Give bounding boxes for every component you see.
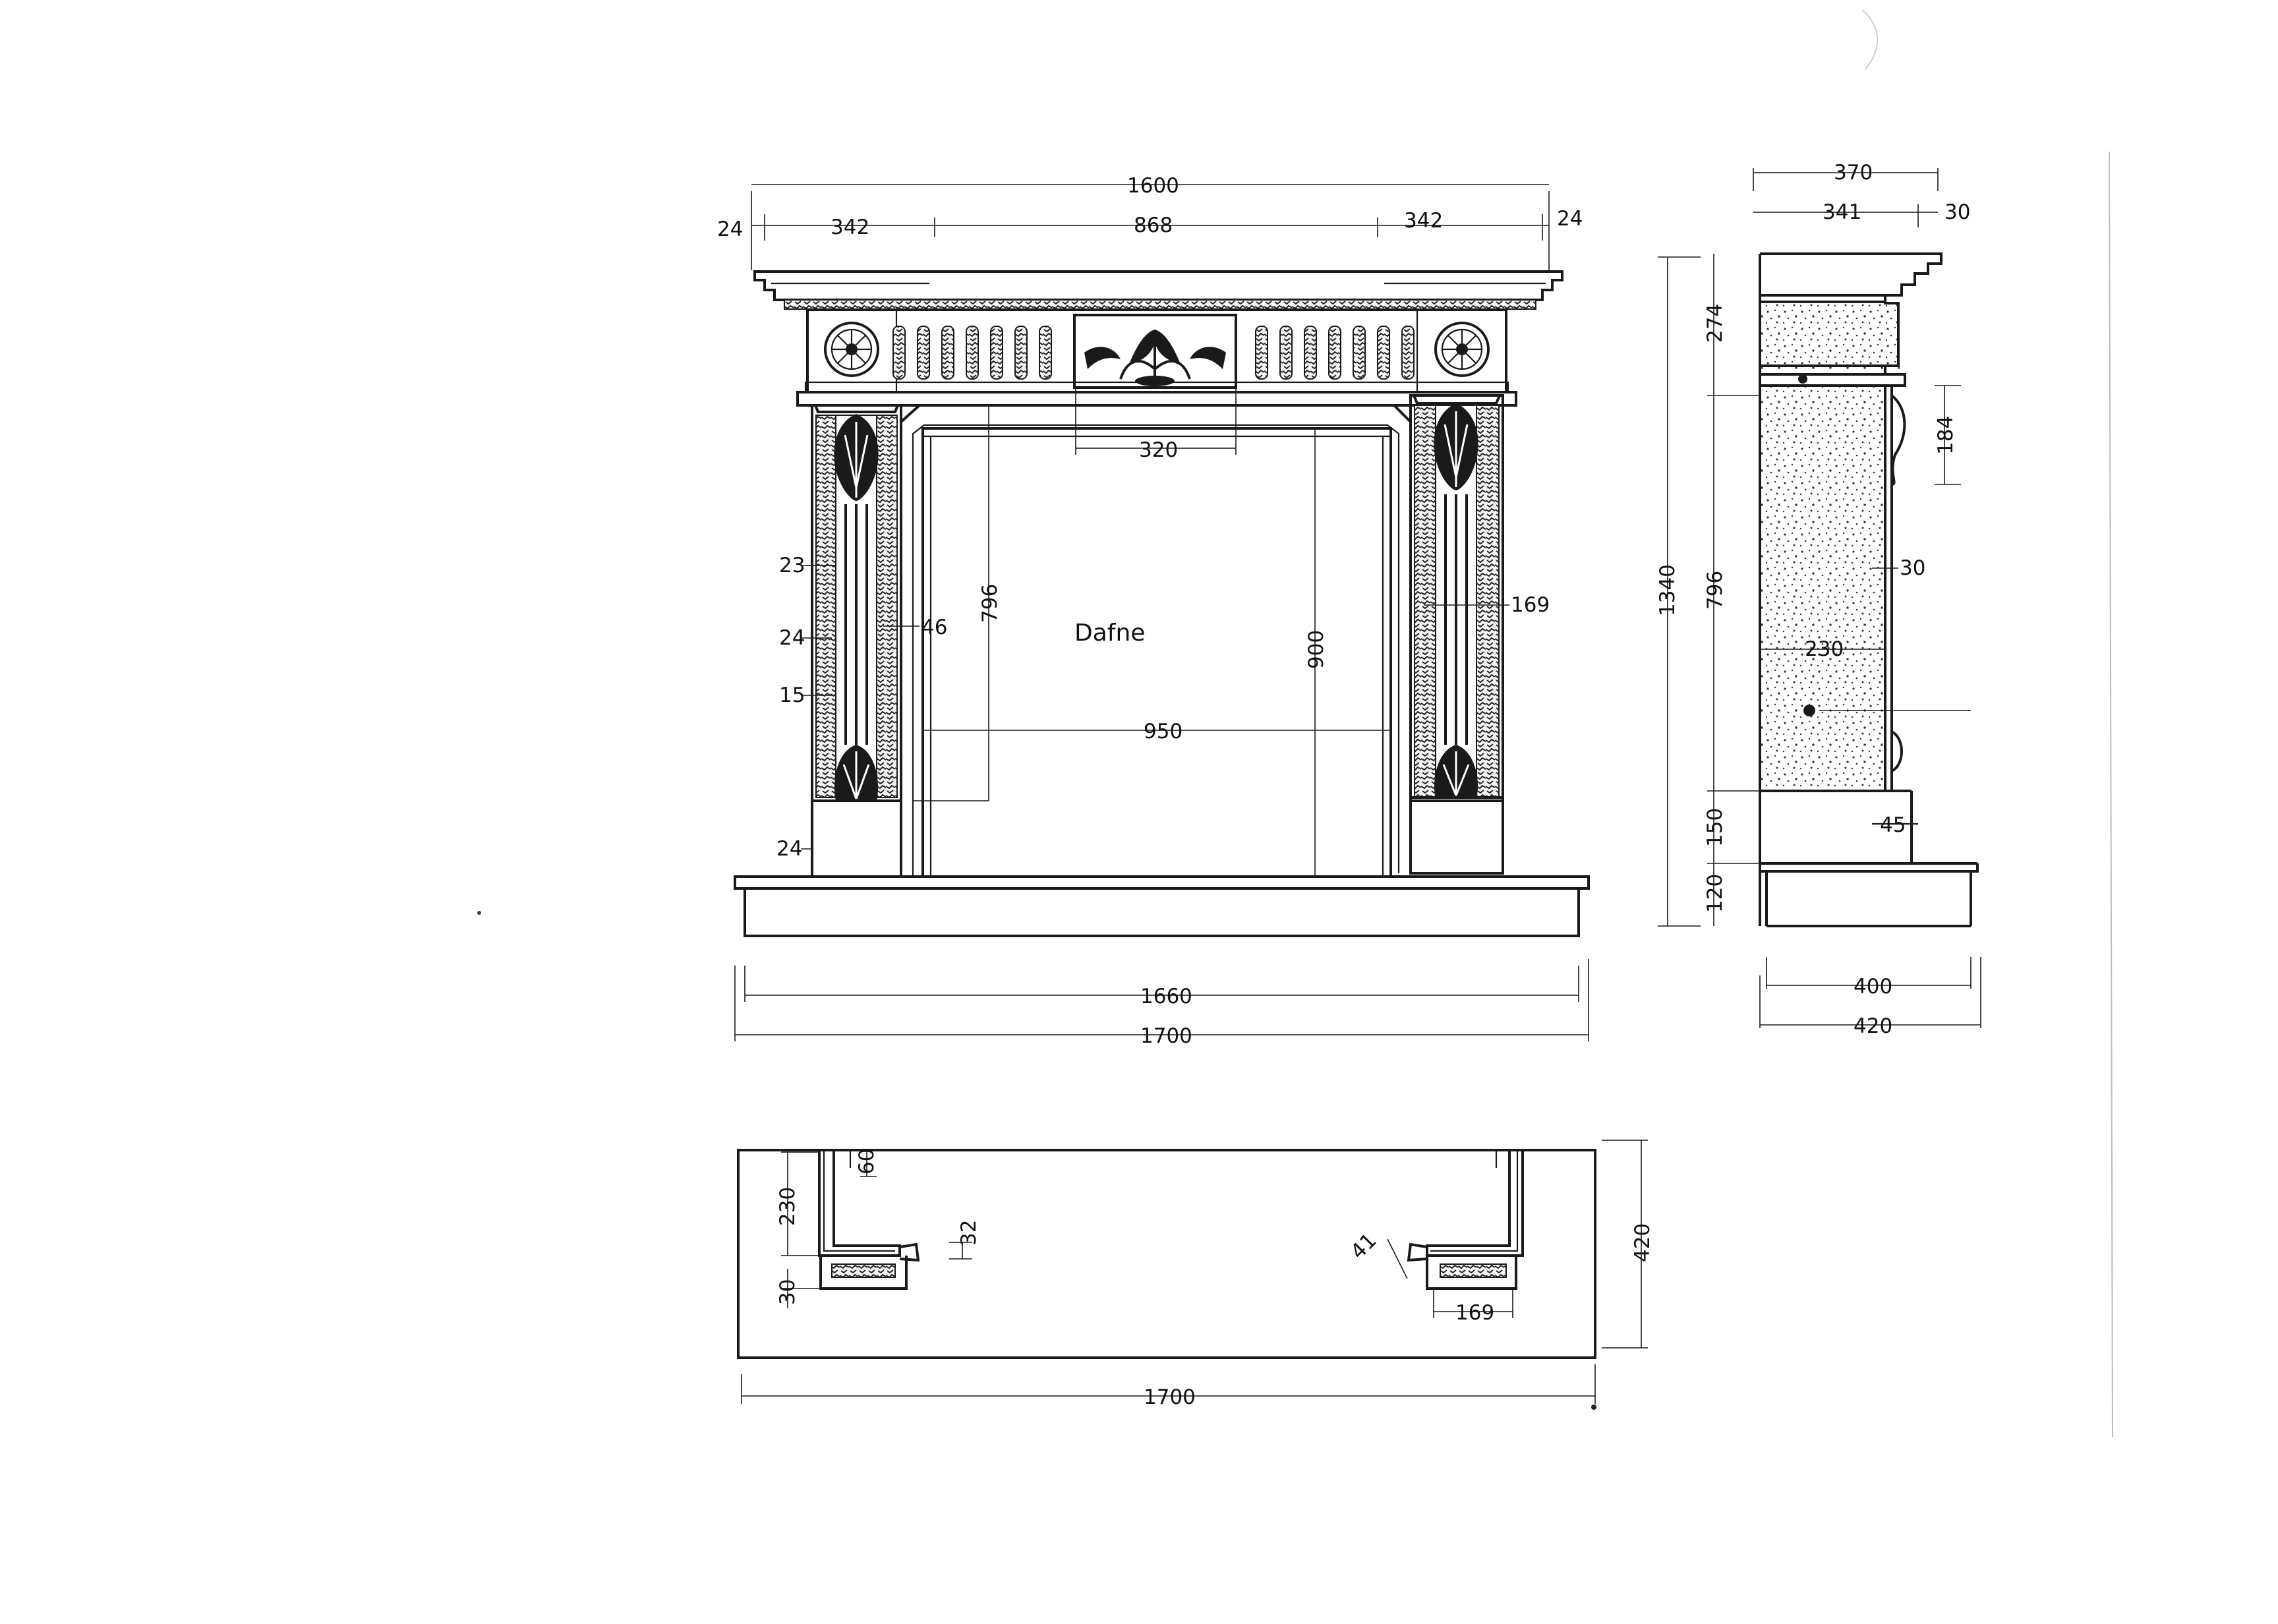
- dim-base-step: 45: [1880, 813, 1906, 837]
- plan-view: [737, 1149, 1596, 1359]
- dim-left-block: 342: [831, 216, 869, 239]
- dim-center-tablet: 320: [1139, 438, 1178, 462]
- right-rosette: [1434, 322, 1490, 377]
- dim-left-overhang: 24: [717, 218, 743, 241]
- dim-plan-total-width: 1700: [1144, 1385, 1196, 1409]
- dim-leg-46: 46: [921, 616, 947, 639]
- dim-plan-return-depth: 230: [776, 1187, 800, 1226]
- dim-hearth-height: 120: [1703, 874, 1727, 913]
- right-plinth: [1409, 796, 1504, 875]
- anthemion-ornament: [1084, 330, 1226, 386]
- side-cornice: [1760, 252, 1942, 297]
- dim-depth-a: 341: [1823, 200, 1861, 224]
- plan-left-return: [818, 1150, 901, 1257]
- dim-plan-inner-step: 60: [855, 1149, 879, 1174]
- dim-frieze-height: 274: [1703, 304, 1727, 343]
- left-pilaster: [811, 404, 902, 802]
- dim-depth-b: 30: [1944, 200, 1970, 224]
- dim-bottom-depth-inner: 400: [1854, 975, 1892, 999]
- hearth-slab: [744, 887, 1580, 937]
- left-flutes: [892, 326, 1052, 380]
- dim-leg-depth: 230: [1805, 637, 1844, 661]
- dim-leg-24: 24: [779, 626, 805, 650]
- dim-top-depth: 370: [1834, 161, 1873, 185]
- dim-leg-height: 796: [1703, 571, 1727, 610]
- dim-plinth-24: 24: [776, 837, 802, 861]
- dim-bottom-depth-outer: 420: [1854, 1014, 1892, 1038]
- dim-plan-total-depth: 420: [1631, 1223, 1654, 1262]
- plan-outline: [737, 1149, 1596, 1359]
- scan-edge-marks: [477, 9, 2113, 1437]
- front-cornice: [753, 270, 1563, 301]
- dentil-row: [784, 299, 1536, 310]
- right-pilaster: [1409, 394, 1504, 802]
- dim-right-block: 342: [1404, 209, 1443, 233]
- dim-plinth-height: 150: [1703, 808, 1727, 847]
- model-name: Dafne: [1074, 620, 1145, 647]
- dim-top-overall: 1600: [1127, 174, 1179, 198]
- hearth-top: [734, 875, 1590, 890]
- dim-leg-15: 15: [779, 683, 805, 707]
- dim-plan-front-depth: 30: [776, 1279, 800, 1305]
- dim-plan-leg-width: 169: [1455, 1301, 1494, 1325]
- dim-plan-angle: 41: [1346, 1229, 1381, 1263]
- dim-opening-width: 950: [1144, 720, 1183, 743]
- dim-leg-width: 169: [1511, 593, 1550, 617]
- dim-leg-23: 23: [779, 554, 805, 577]
- side-view: [1759, 252, 1979, 927]
- right-flutes: [1255, 326, 1415, 380]
- opening-frame: [900, 404, 1412, 877]
- frieze-base-moulding: [796, 391, 1517, 407]
- center-tablet: [1073, 314, 1237, 389]
- dim-hearth-inner: 1660: [1140, 985, 1192, 1008]
- side-dimensions: 370 341 30 1340 274 796 150 120 184 30 2…: [1656, 161, 1981, 1038]
- dim-inner-height: 900: [1304, 630, 1328, 669]
- plan-dimensions: 230 30 60 32 41 169 420 1700: [741, 1140, 1654, 1409]
- dim-leg-front: 30: [1900, 556, 1925, 580]
- front-view: Dafne: [734, 270, 1590, 937]
- dim-opening-height: 796: [978, 584, 1002, 623]
- dim-plan-face-step: 32: [957, 1220, 981, 1246]
- plan-right-return: [1426, 1150, 1524, 1257]
- dim-bracket-height: 184: [1934, 416, 1958, 455]
- left-plinth: [811, 799, 902, 878]
- dim-right-overhang: 24: [1557, 207, 1583, 231]
- front-dimensions: 1600 24 342 868 342 24 320 796 900 950 2…: [717, 174, 1589, 1048]
- dim-top-center: 868: [1134, 214, 1173, 237]
- left-rosette: [824, 322, 879, 377]
- dim-hearth-outer: 1700: [1140, 1024, 1192, 1048]
- dim-total-height: 1340: [1656, 564, 1679, 616]
